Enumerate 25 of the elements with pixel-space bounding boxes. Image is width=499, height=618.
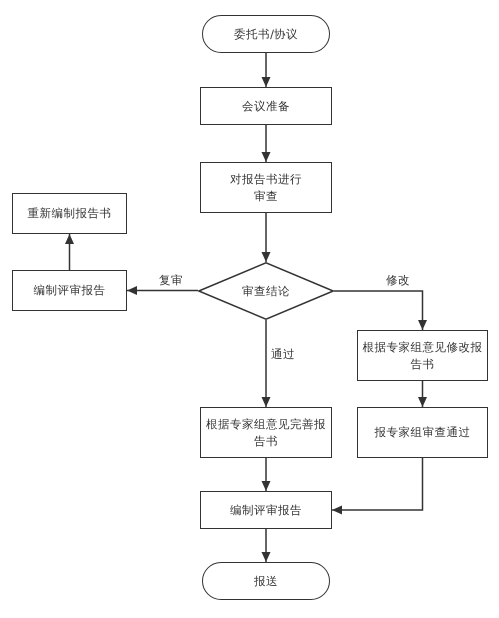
arrow — [332, 458, 424, 514]
terminal-box: 报送 — [202, 562, 330, 600]
process-box: 根据专家组意见修改报告书 — [357, 330, 488, 381]
process-box: 根据专家组意见完善报告书 — [200, 407, 332, 458]
arrow — [418, 381, 427, 407]
process-box: 编制评审报告 — [12, 270, 127, 311]
arrow — [262, 53, 270, 87]
edge-label: 复审 — [158, 273, 184, 288]
decision-diamond: 审查结论 — [198, 262, 334, 320]
arrow — [127, 286, 198, 295]
arrow — [262, 213, 270, 262]
process-box: 报专家组审查通过 — [357, 407, 488, 458]
arrow — [65, 234, 74, 270]
arrow — [262, 320, 270, 407]
arrow — [334, 290, 427, 330]
terminal-box: 委托书/协议 — [202, 15, 330, 53]
edge-label: 修改 — [385, 273, 411, 288]
process-box: 会议准备 — [200, 87, 332, 125]
process-box: 重新编制报告书 — [12, 193, 127, 234]
edge-label: 通过 — [270, 347, 296, 362]
process-box: 对报告书进行审查 — [200, 162, 332, 213]
arrow — [262, 458, 270, 491]
arrow — [262, 529, 270, 562]
process-box: 编制评审报告 — [200, 491, 332, 529]
arrow — [262, 125, 270, 162]
